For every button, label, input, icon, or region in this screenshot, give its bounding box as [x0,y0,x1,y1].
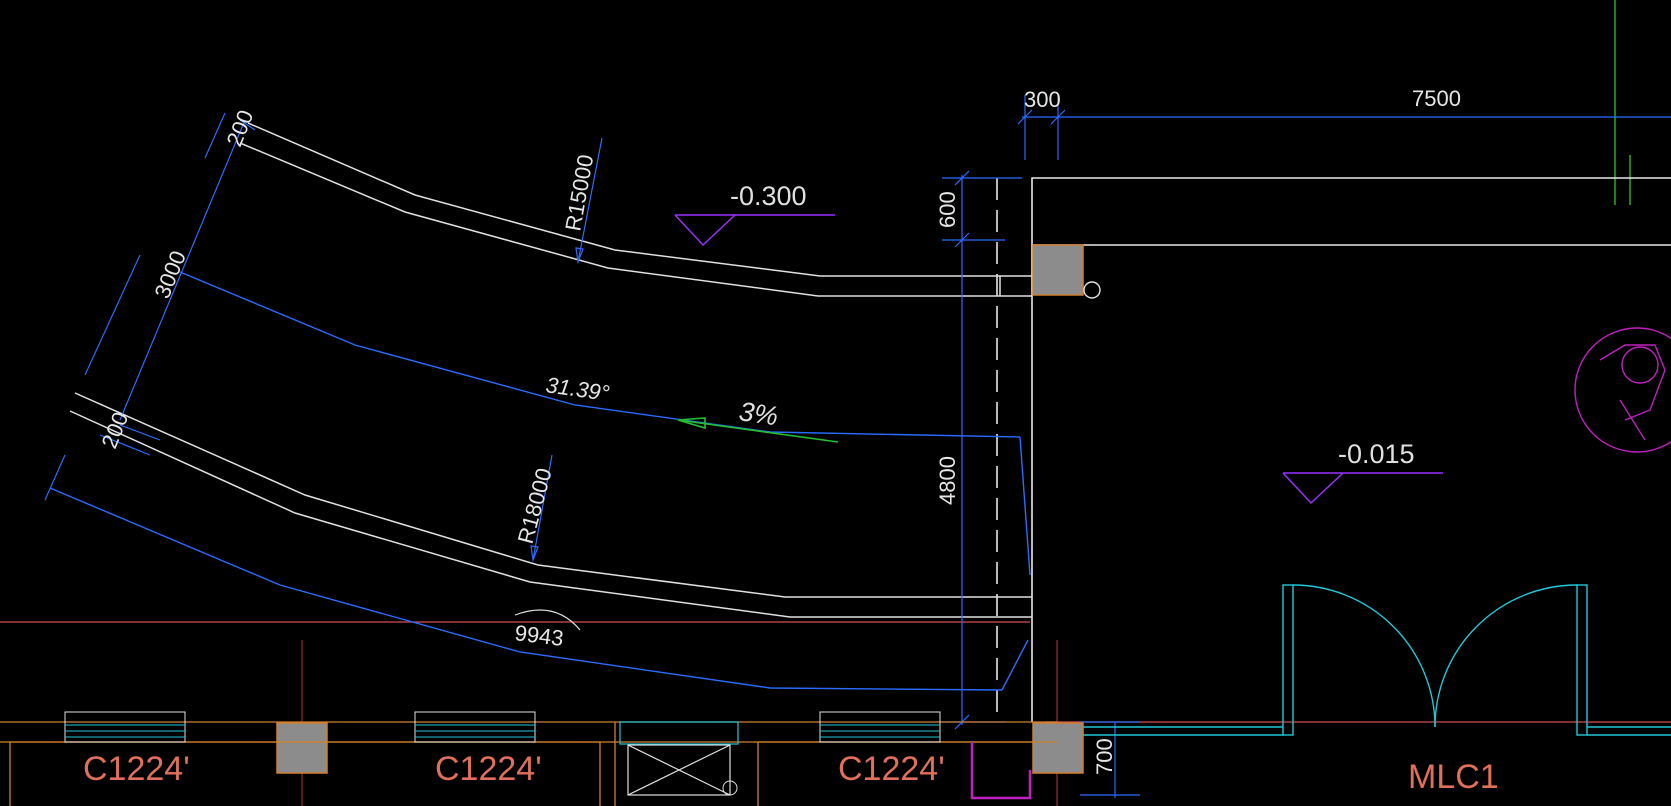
dim-4800-label: 4800 [935,456,960,505]
level-floor-label: -0.015 [1338,439,1415,469]
radius-outer-label: R15000 [560,153,598,233]
radius-inner-label: R18000 [513,465,557,546]
slope-arrow [677,417,839,443]
radius-arrowhead [530,545,539,563]
dim-600-label: 600 [935,191,960,228]
dim-200-bottom-label: 200 [96,408,133,451]
column-bottom-right [1032,722,1084,774]
dimension-lines [44,95,1671,798]
level-ramp-label: -0.300 [730,181,807,211]
vehicle-symbol [1574,327,1671,453]
ramp-guide-lines [49,271,1031,691]
dim-700-label: 700 [1092,738,1117,775]
shaft-box [619,721,739,796]
dim-200-top-label: 200 [221,106,258,149]
pipe-box [970,742,1032,800]
window-label-3: C1224' [838,750,945,788]
angle-label: 31.39° [544,372,611,406]
column-bottom-left [276,722,328,774]
window-1 [64,711,186,743]
arc-length-label: 9943 [513,620,565,651]
window-3 [819,711,941,743]
ramp-walls [69,122,1032,618]
dim-300-label: 300 [1024,87,1061,112]
window-label-2: C1224' [435,750,542,788]
arc-length-marker [514,609,581,631]
level-marker-floor [1282,472,1443,505]
window-2 [414,711,536,743]
door-label: MLC1 [1408,758,1499,796]
slope-label: 3% [737,396,780,431]
window-label-1: C1224' [83,750,190,788]
door-mlc1 [1083,584,1671,736]
level-marker-ramp [674,214,835,247]
dim-7500-label: 7500 [1412,86,1461,111]
radius-arrowhead [575,247,584,265]
column-top [1032,244,1101,299]
